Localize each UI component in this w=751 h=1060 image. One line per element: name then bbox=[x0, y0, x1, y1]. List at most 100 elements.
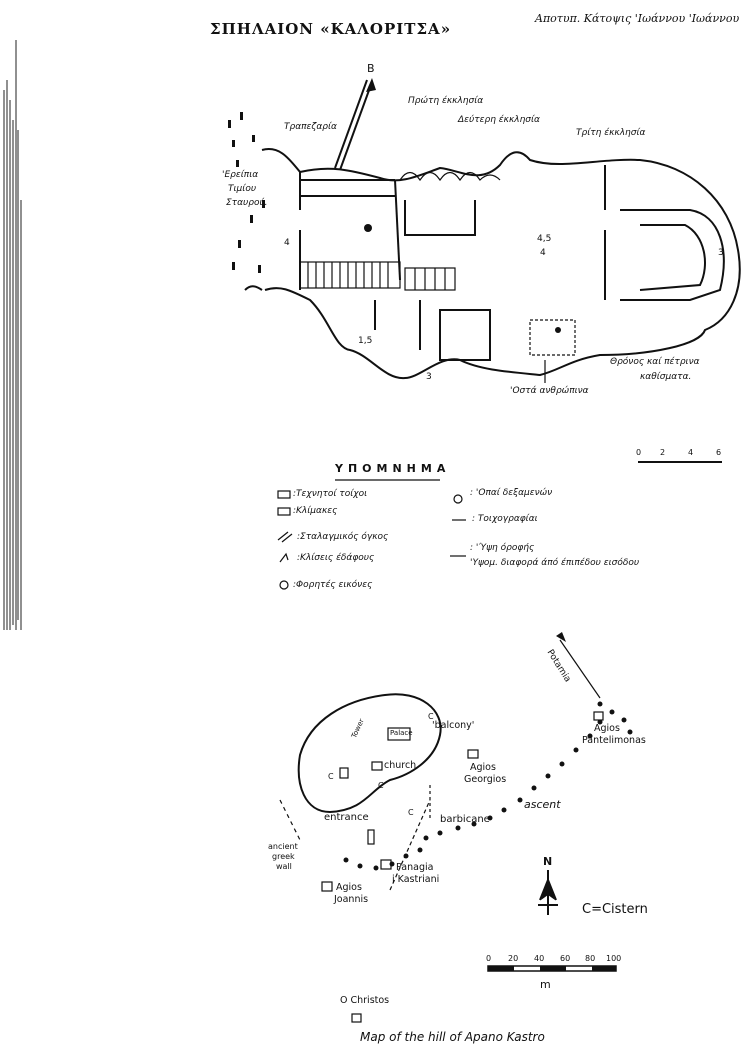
tower-building bbox=[339, 767, 349, 779]
label-ancient-3: wall bbox=[276, 862, 292, 871]
label-balcony: 'balcony' bbox=[432, 720, 475, 731]
icon-symbol bbox=[279, 580, 289, 590]
label-agios-pantelimonas-1: Agios bbox=[594, 723, 620, 734]
hill-scale-bar bbox=[487, 965, 617, 972]
label-entrance: entrance bbox=[324, 812, 369, 823]
buildings bbox=[321, 711, 604, 1023]
cave-scale-tick-6: 6 bbox=[716, 448, 722, 457]
wall-apse-inner bbox=[639, 224, 706, 291]
label-kathismata: καθίσματα. bbox=[640, 372, 692, 382]
cave-outline bbox=[261, 148, 741, 380]
cave-north-label: B bbox=[367, 62, 375, 75]
label-height-bottom: 3 bbox=[426, 372, 432, 382]
potamia-arrow bbox=[556, 632, 566, 642]
north-arrow-head bbox=[366, 78, 376, 92]
stalagmite-symbol bbox=[277, 531, 293, 543]
label-osta: 'Οστά ανθρώπινα bbox=[510, 386, 589, 396]
wall-symbol bbox=[277, 490, 291, 499]
label-cistern-key: C=Cistern bbox=[582, 902, 648, 917]
label-height-main: 4,5 bbox=[537, 234, 552, 244]
cave-scale-tick-2: 2 bbox=[660, 448, 666, 457]
path-to-panagia bbox=[389, 799, 431, 891]
label-height-main-sub: 4 bbox=[540, 248, 546, 258]
cave-scale-tick-0: 0 bbox=[636, 448, 642, 457]
ancient-wall-line bbox=[279, 799, 301, 841]
label-church: church bbox=[384, 760, 417, 771]
legend-item-altitude-diff: 'Υψομ. διαφορά άπό έπιπέδου εισόδου bbox=[470, 558, 640, 568]
label-cistern-c-2: C bbox=[328, 772, 334, 781]
north-arrow-line bbox=[339, 81, 373, 171]
stairs-symbol bbox=[277, 507, 291, 516]
label-agios-joannis-1: Agios bbox=[336, 882, 362, 893]
wall-apse bbox=[620, 209, 725, 301]
legend-item-cistern-holes: : 'Οπαί δεξαμενών bbox=[470, 488, 553, 498]
wall-refectory-right bbox=[394, 179, 401, 281]
label-ascent: ascent bbox=[524, 798, 561, 811]
palace-building bbox=[387, 727, 411, 741]
path-potamia bbox=[559, 639, 601, 699]
label-height-entry: 4 bbox=[284, 238, 290, 248]
label-timiou: Τιμίου bbox=[228, 184, 257, 194]
agios-joannis-building bbox=[321, 881, 333, 892]
north-arrow-line-2 bbox=[334, 79, 368, 169]
legend-item-slopes: :Κλίσεις έδάφους bbox=[297, 553, 375, 563]
label-ereipia: 'Ερείπια bbox=[222, 170, 259, 180]
entrance-building bbox=[367, 829, 375, 845]
debris-marks bbox=[228, 112, 561, 333]
agios-georgios-building bbox=[467, 749, 479, 759]
north-compass-head bbox=[541, 880, 555, 900]
ascent-path bbox=[343, 701, 633, 871]
agios-pantelimonas-building bbox=[593, 711, 604, 721]
hill-scale-tick-20: 20 bbox=[508, 954, 519, 963]
panagia-building bbox=[380, 859, 392, 870]
label-panagia-1: Panagia bbox=[396, 862, 434, 873]
label-height-right: 3 bbox=[718, 248, 724, 258]
label-ancient-2: greek bbox=[272, 852, 295, 861]
label-cistern-c-3: C bbox=[378, 781, 384, 790]
legend-item-icons: :Φορητές εικόνες bbox=[293, 580, 373, 590]
legend-title: ΥΠΟΜΝΗΜΑ bbox=[335, 462, 451, 475]
church-building bbox=[371, 761, 383, 771]
wall-refectory bbox=[300, 179, 395, 197]
label-ancient-1: ancient bbox=[268, 842, 298, 851]
castle-outline bbox=[297, 693, 442, 814]
label-agios-georgios-1: Agios bbox=[470, 762, 496, 773]
hill-scale-tick-60: 60 bbox=[560, 954, 571, 963]
label-agios-pantelimonas-2: Pantelimonas bbox=[582, 735, 646, 746]
label-agios-georgios-2: Georgios bbox=[464, 774, 507, 785]
wall-lower-room bbox=[419, 300, 491, 361]
slope-symbol bbox=[279, 552, 289, 563]
stairs bbox=[299, 261, 456, 291]
survey-credit: Αποτυπ. Κάτοψις 'Ιωάννου 'Ιωάννου bbox=[535, 12, 740, 25]
hill-scale-tick-0: 0 bbox=[486, 954, 492, 963]
label-triti-ekklisia: Τρίτη έκκλησία bbox=[576, 128, 646, 138]
label-proti-ekklisia: Πρώτη έκκλησία bbox=[408, 96, 484, 106]
page-title: ΣΠΗΛΑΙΟΝ «ΚΑΛΟΡΙΤΣΑ» bbox=[210, 20, 452, 38]
label-panagia-2: i Kastriani bbox=[392, 874, 440, 885]
label-thronos: Θρόνος καί πέτρινα bbox=[610, 357, 700, 367]
label-barbicane: barbicane bbox=[440, 814, 490, 825]
hill-scale-tick-40: 40 bbox=[534, 954, 545, 963]
legend-item-stalagmite: :Σταλαγμικός όγκος bbox=[297, 532, 389, 542]
label-cistern-c-4: C bbox=[408, 808, 414, 817]
hill-map-caption: Map of the hill of Apano Kastro bbox=[360, 1030, 545, 1044]
label-stavrou: Σταυρού. bbox=[226, 198, 268, 208]
legend-item-stairs: :Κλίμακες bbox=[293, 506, 338, 516]
entry-arrow bbox=[244, 285, 263, 291]
label-height-small: 1,5 bbox=[358, 336, 373, 346]
label-palace: Palace bbox=[390, 729, 413, 737]
hill-scale-unit: m bbox=[540, 978, 551, 991]
hill-scale-tick-100: 100 bbox=[606, 954, 622, 963]
o-christos-building bbox=[351, 1013, 362, 1023]
wall-first-church bbox=[404, 200, 476, 236]
label-trapezaria: Τραπεζαρία bbox=[284, 122, 337, 132]
legend-item-ceiling-height: : 'Ύψη όροφής bbox=[470, 543, 535, 553]
legend-item-walls: :Τεχνητοί τοίχοι bbox=[293, 489, 368, 499]
label-north: N bbox=[543, 855, 553, 868]
label-cistern-c-1: C bbox=[428, 712, 434, 721]
cistern-hole-symbol bbox=[453, 494, 463, 504]
